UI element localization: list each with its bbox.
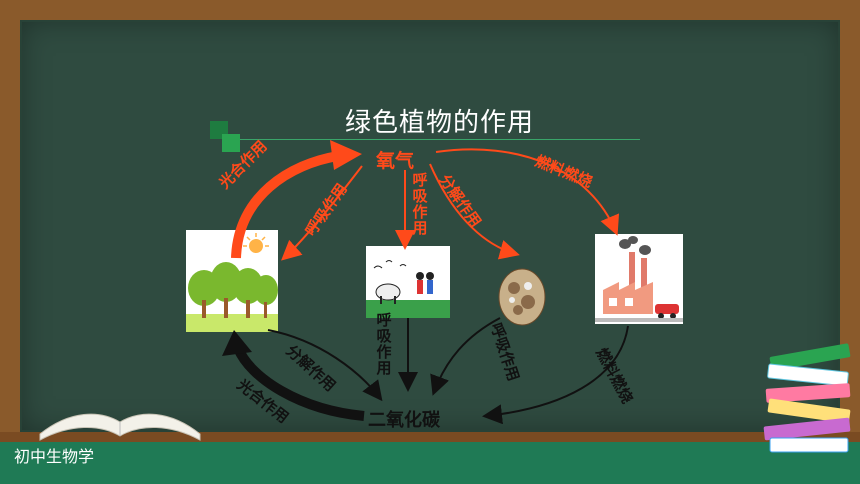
title-underline <box>240 139 640 140</box>
chalkboard <box>20 20 840 432</box>
oxygen-node: 氧气 <box>376 150 415 172</box>
label-respiration-people: 呼吸作用 <box>412 171 428 237</box>
slide-title: 绿色植物的作用 <box>345 108 535 138</box>
photosynthesis-arrow-up <box>231 151 339 259</box>
decomposition-arrow <box>429 163 520 260</box>
co2-node: 二氧化碳 <box>368 410 440 431</box>
photosynthesis-arrow-down <box>233 345 365 421</box>
factory-image <box>595 234 683 324</box>
fuel-burn-co2-arrow <box>482 325 629 425</box>
photosynthesis-arrowhead-up <box>330 140 362 170</box>
photosynthesis-arrowhead-down <box>222 330 252 356</box>
footer-label: 初中生物学 <box>14 447 95 466</box>
fuel-burn-arrow <box>435 148 620 236</box>
respiration-plant-arrow <box>281 165 363 261</box>
book-stack-icon <box>763 343 851 453</box>
decomposer-image <box>498 268 546 326</box>
bottom-band <box>0 442 860 484</box>
plant-respiration-arrow <box>267 329 383 402</box>
people-animals-image <box>366 246 450 318</box>
label-respiration-people-bottom: 呼吸作用 <box>376 311 392 377</box>
open-book-icon <box>39 413 201 441</box>
accent-square-light <box>222 134 240 152</box>
chalk-tray <box>0 432 860 442</box>
decomposer-respiration-arrow <box>430 317 501 396</box>
